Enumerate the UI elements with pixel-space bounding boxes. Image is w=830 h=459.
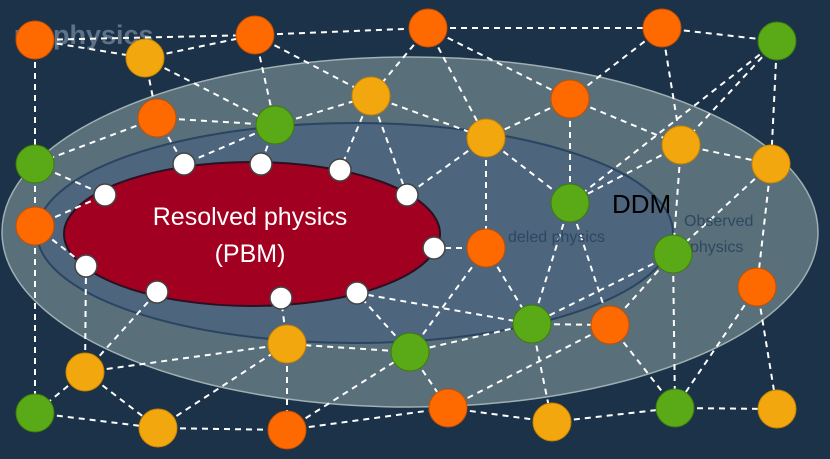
boundary-node	[74, 254, 98, 278]
boundary-node	[422, 236, 446, 260]
network-edge	[756, 286, 778, 410]
network-edge	[569, 27, 663, 100]
network-edge	[84, 343, 288, 373]
orange-node	[408, 8, 448, 48]
green-node	[757, 21, 797, 61]
network-edge	[661, 27, 682, 146]
orange-node	[428, 388, 468, 428]
boundary-node	[145, 280, 169, 304]
yellow-node	[125, 38, 165, 78]
yellow-node	[466, 118, 506, 158]
network-edge	[672, 253, 676, 409]
node-layer	[15, 8, 797, 450]
boundary-node	[172, 152, 196, 176]
network-edge	[770, 40, 778, 165]
network-edge	[569, 144, 682, 204]
boundary-node	[345, 281, 369, 305]
yellow-node	[267, 324, 307, 364]
resolved-physics-label: Resolved physics	[153, 203, 348, 231]
orange-node	[235, 15, 275, 55]
orange-node	[466, 228, 506, 268]
yellow-node	[751, 144, 791, 184]
network-edge	[756, 163, 772, 288]
network-edge	[356, 292, 533, 325]
green-node	[512, 304, 552, 344]
orange-node	[267, 410, 307, 450]
modeled-physics-label: deled physics	[508, 229, 605, 246]
network-edge	[84, 265, 87, 373]
green-node	[15, 144, 55, 184]
boundary-node	[269, 286, 293, 310]
green-node	[653, 234, 693, 274]
orange-node	[15, 20, 55, 60]
orange-node	[550, 79, 590, 119]
network-edge	[84, 291, 158, 373]
network-edge	[551, 407, 676, 423]
network-edge	[427, 27, 571, 100]
network-edge	[531, 253, 674, 325]
network-edge	[661, 27, 778, 42]
green-node	[655, 388, 695, 428]
network-edge	[286, 407, 449, 431]
pbm-label: (PBM)	[215, 240, 286, 268]
network-edge	[286, 351, 411, 431]
green-node	[15, 393, 55, 433]
green-node	[255, 105, 295, 145]
network-edge	[447, 324, 611, 409]
green-node	[550, 183, 590, 223]
yellow-node	[532, 402, 572, 442]
orange-node	[642, 8, 682, 48]
network-edge	[409, 323, 533, 353]
boundary-node	[93, 183, 117, 207]
network-edge	[680, 40, 778, 146]
network-edge	[34, 412, 159, 429]
network-edge	[672, 163, 772, 255]
yellow-node	[138, 408, 178, 448]
network-edge	[427, 27, 487, 139]
boundary-node	[395, 183, 419, 207]
orange-node	[137, 98, 177, 138]
network-edge	[674, 286, 758, 409]
boundary-node	[328, 158, 352, 182]
yellow-node	[65, 352, 105, 392]
orange-node	[590, 305, 630, 345]
yellow-node	[661, 125, 701, 165]
network-edge	[144, 57, 276, 126]
orange-node	[737, 267, 777, 307]
network-edge	[569, 98, 682, 146]
network-edge	[157, 343, 288, 429]
ddm-label: DDM	[612, 189, 671, 219]
network-edge	[156, 117, 276, 126]
observed-physics-label: Observed	[684, 213, 753, 230]
boundary-node	[249, 152, 273, 176]
observed-physics-label-line2: physics	[690, 239, 743, 256]
network-edge	[254, 27, 429, 36]
green-node	[390, 332, 430, 372]
network-edge	[34, 34, 256, 41]
yellow-node	[351, 76, 391, 116]
orange-node	[15, 206, 55, 246]
network-edge	[286, 343, 411, 353]
resolved-physics-region	[63, 161, 441, 307]
yellow-node	[757, 389, 797, 429]
network-edge	[370, 95, 487, 139]
